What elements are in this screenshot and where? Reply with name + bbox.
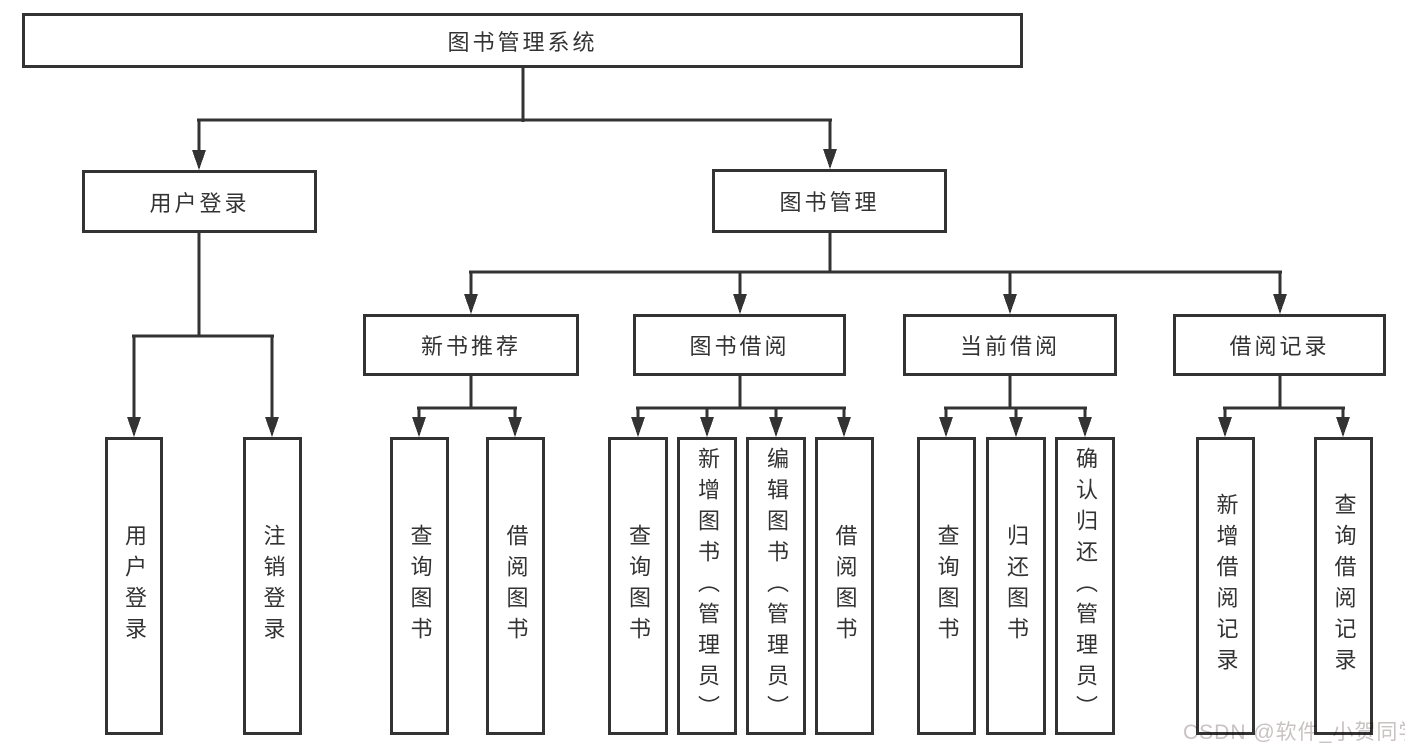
leaf-current-return: 归还图书 bbox=[986, 437, 1046, 735]
arrowhead bbox=[939, 417, 953, 437]
arrowhead bbox=[823, 149, 837, 169]
leaf-logout-label: 注销登录 bbox=[260, 524, 286, 648]
arrowhead bbox=[192, 150, 206, 170]
leaf-records-add: 新增借阅记录 bbox=[1196, 437, 1255, 735]
arrowhead bbox=[631, 417, 645, 437]
arrowhead bbox=[700, 417, 714, 437]
node-book-borrow: 图书借阅 bbox=[633, 314, 846, 376]
node-borrow-records: 借阅记录 bbox=[1173, 314, 1386, 376]
node-new-book-recommend: 新书推荐 bbox=[363, 314, 579, 376]
leaf-current-query: 查询图书 bbox=[917, 437, 976, 735]
node-book-management: 图书管理 bbox=[712, 169, 947, 233]
node-user-login: 用户登录 bbox=[82, 170, 317, 233]
leaf-borrow-borrow-label: 借阅图书 bbox=[832, 524, 858, 648]
leaf-user-login: 用户登录 bbox=[105, 437, 163, 735]
leaf-borrow-add-admin: 新增图书（管理员） bbox=[677, 437, 737, 735]
node-new-book-recommend-label: 新书推荐 bbox=[420, 334, 521, 359]
arrowhead bbox=[265, 417, 279, 437]
arrowhead bbox=[1336, 417, 1350, 437]
leaf-borrow-query-label: 查询图书 bbox=[626, 524, 651, 648]
arrowhead bbox=[127, 417, 141, 437]
leaf-records-query: 查询借阅记录 bbox=[1314, 437, 1373, 735]
csdn-watermark: CSDN @软件_小贺同学 bbox=[1183, 721, 1405, 744]
arrowhead bbox=[464, 294, 478, 314]
arrowhead bbox=[1003, 294, 1017, 314]
leaf-newbooks-query-label: 查询图书 bbox=[407, 524, 433, 648]
leaf-newbooks-query: 查询图书 bbox=[390, 437, 449, 735]
node-root: 图书管理系统 bbox=[22, 13, 1023, 68]
node-root-label: 图书管理系统 bbox=[447, 29, 598, 55]
arrowhead bbox=[837, 417, 851, 437]
node-current-borrow: 当前借阅 bbox=[903, 314, 1117, 376]
arrowhead bbox=[508, 417, 522, 437]
node-book-management-label: 图书管理 bbox=[779, 190, 880, 215]
leaf-records-query-label: 查询借阅记录 bbox=[1331, 493, 1357, 679]
leaf-user-login-label: 用户登录 bbox=[122, 524, 147, 648]
leaf-borrow-add-admin-label: 新增图书（管理员） bbox=[695, 446, 720, 726]
node-borrow-records-label: 借阅记录 bbox=[1229, 334, 1330, 359]
leaf-current-query-label: 查询图书 bbox=[934, 524, 960, 648]
leaf-borrow-edit-admin: 编辑图书（管理员） bbox=[746, 437, 806, 735]
leaf-current-return-label: 归还图书 bbox=[1004, 524, 1029, 648]
arrowhead bbox=[1009, 417, 1023, 437]
leaf-borrow-edit-admin-label: 编辑图书（管理员） bbox=[764, 446, 789, 726]
arrowhead bbox=[1218, 417, 1232, 437]
arrowhead bbox=[733, 294, 747, 314]
leaf-newbooks-borrow-label: 借阅图书 bbox=[503, 524, 529, 648]
leaf-current-confirm-admin-label: 确认归还（管理员） bbox=[1073, 446, 1098, 726]
arrowhead bbox=[769, 417, 783, 437]
leaf-borrow-query: 查询图书 bbox=[608, 437, 668, 735]
arrowhead bbox=[1273, 294, 1287, 314]
node-current-borrow-label: 当前借阅 bbox=[959, 334, 1060, 359]
leaf-newbooks-borrow: 借阅图书 bbox=[486, 437, 545, 735]
leaf-borrow-borrow: 借阅图书 bbox=[815, 437, 874, 735]
arrowhead bbox=[412, 417, 426, 437]
leaf-logout: 注销登录 bbox=[243, 437, 302, 735]
leaf-current-confirm-admin: 确认归还（管理员） bbox=[1055, 437, 1115, 735]
node-user-login-label: 用户登录 bbox=[149, 190, 250, 216]
leaf-records-add-label: 新增借阅记录 bbox=[1213, 493, 1239, 679]
node-book-borrow-label: 图书借阅 bbox=[689, 334, 790, 359]
arrowhead bbox=[1078, 417, 1092, 437]
